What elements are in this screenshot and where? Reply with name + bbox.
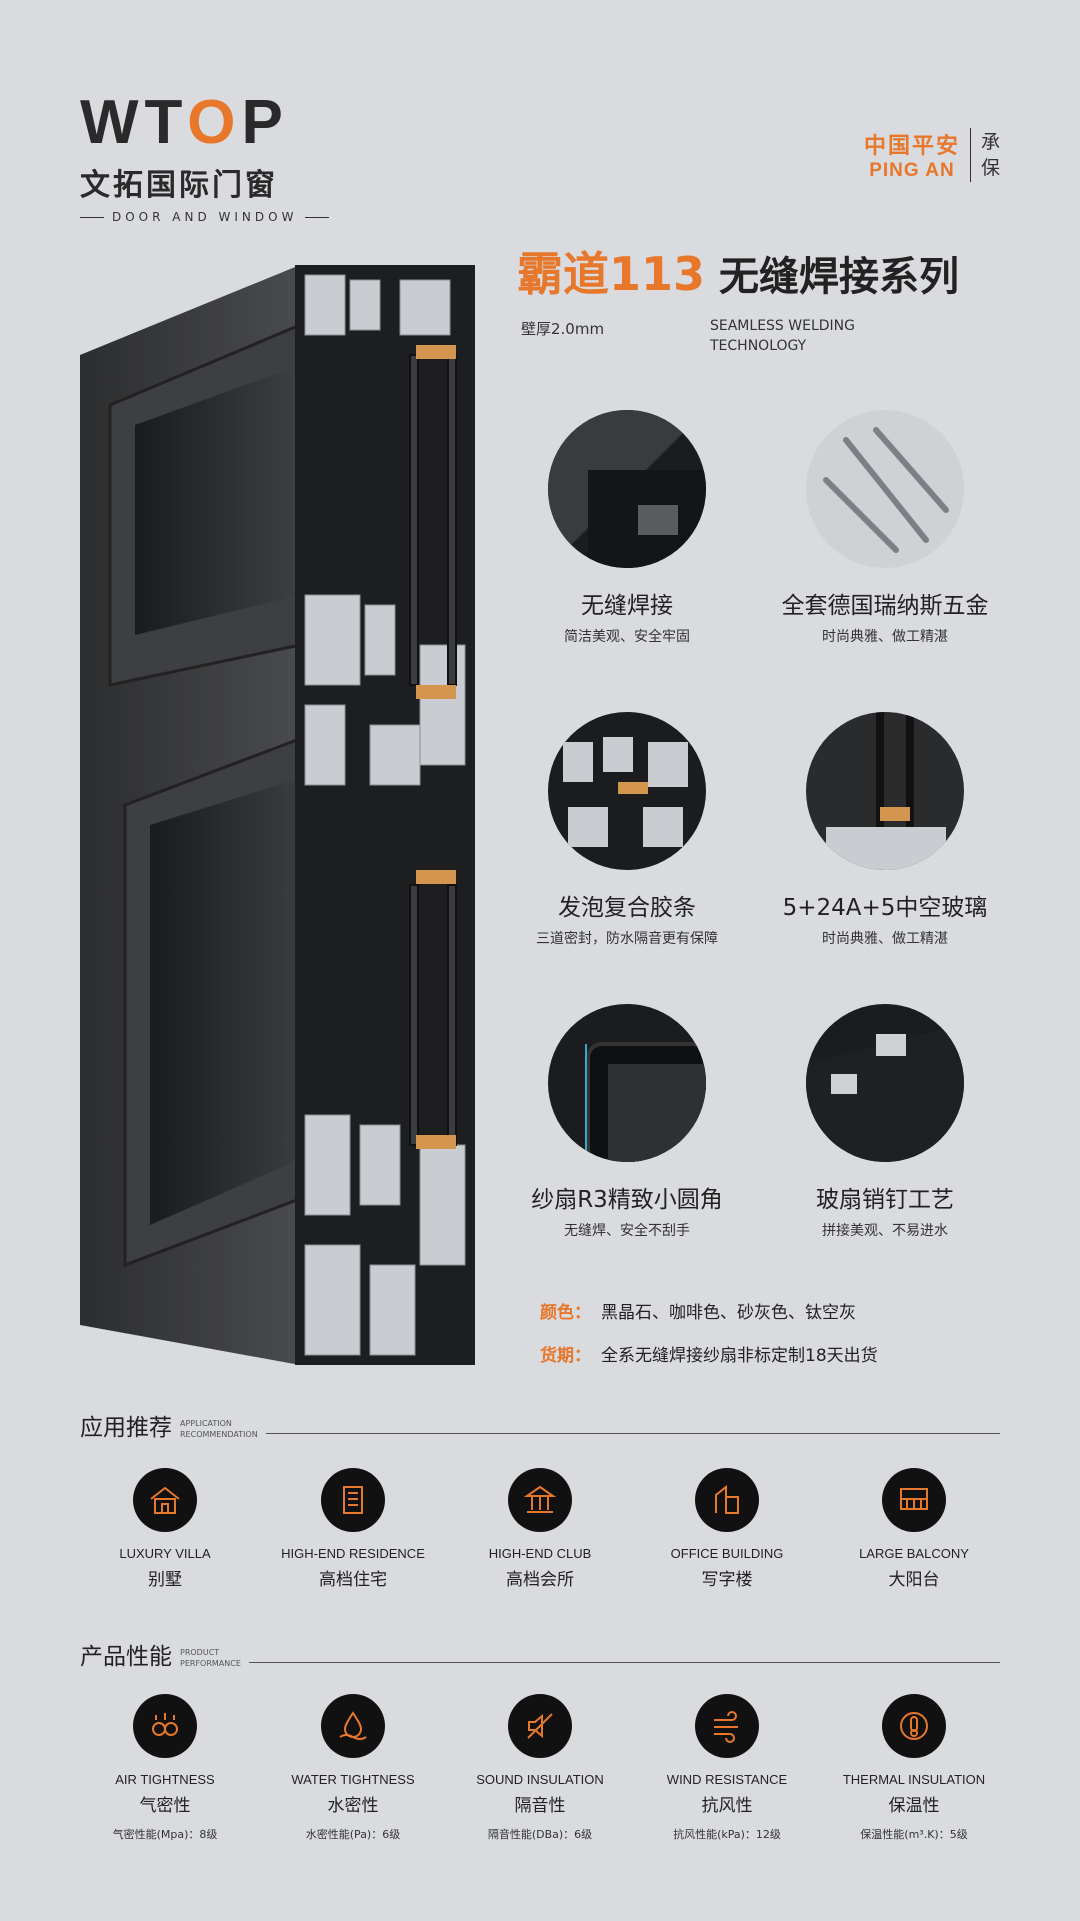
partner-cn: 中国平安 <box>863 134 960 159</box>
brand-logo: WTOP 文拓国际门窗 DOOR AND WINDOW <box>80 88 330 224</box>
partner-en: PING AN <box>869 160 955 181</box>
application-item: OFFICE BUILDING 写字楼 <box>637 1468 817 1590</box>
foam-strip-icon <box>548 712 706 870</box>
performance-item: AIR TIGHTNESS 气密性 气密性能(Mpa)：8级 <box>75 1694 255 1842</box>
villa-icon <box>133 1468 197 1532</box>
performance-item: WIND RESISTANCE 抗风性 抗风性能(kPa)：12级 <box>637 1694 817 1842</box>
performance-item: THERMAL INSULATION 保温性 保温性能(m³.K)：5级 <box>824 1694 1004 1842</box>
feature-card: 发泡复合胶条 三道密封，防水隔音更有保障 <box>502 712 752 948</box>
screen-corner-icon <box>548 1004 706 1162</box>
title-en: SEAMLESS WELDING TECHNOLOGY <box>710 318 855 354</box>
application-item: LARGE BALCONY 大阳台 <box>824 1468 1004 1590</box>
partner-logo: 中国平安 PING AN 承保 <box>864 128 1000 182</box>
title-main: 霸道113 <box>517 247 706 301</box>
hollow-glass-icon <box>806 712 964 870</box>
product-title: 霸道113 无缝焊接系列 <box>517 238 959 304</box>
feature-card: 玻扇销钉工艺 拼接美观、不易进水 <box>760 1004 1010 1240</box>
office-icon <box>695 1468 759 1532</box>
performance-item: WATER TIGHTNESS 水密性 水密性能(Pa)：6级 <box>263 1694 443 1842</box>
feature-card: 纱扇R3精致小圆角 无缝焊、安全不刮手 <box>502 1004 752 1240</box>
brand-cn-name: 文拓国际门窗 <box>80 168 278 203</box>
residence-icon <box>321 1468 385 1532</box>
brand-tagline: DOOR AND WINDOW <box>80 210 330 224</box>
application-item: HIGH-END RESIDENCE 高档住宅 <box>263 1468 443 1590</box>
hardware-icon <box>806 410 964 568</box>
feature-card: 5+24A+5中空玻璃 时尚典雅、做工精湛 <box>760 712 1010 948</box>
club-icon <box>508 1468 572 1532</box>
air-icon <box>133 1694 197 1758</box>
thermal-icon <box>882 1694 946 1758</box>
partner-note: 承保 <box>980 131 1000 179</box>
pin-process-icon <box>806 1004 964 1162</box>
wall-thickness: 壁厚2.0mm <box>521 320 605 338</box>
sound-icon <box>508 1694 572 1758</box>
logo-wordmark: WTOP <box>80 88 289 157</box>
feature-card: 全套德国瑞纳斯五金 时尚典雅、做工精湛 <box>760 410 1010 646</box>
wind-icon <box>695 1694 759 1758</box>
delivery-info: 货期：全系无缝焊接纱扇非标定制18天出货 <box>540 1346 878 1366</box>
application-item: LUXURY VILLA 别墅 <box>75 1468 255 1590</box>
performance-item: SOUND INSULATION 隔音性 隔音性能(DBa)：6级 <box>450 1694 630 1842</box>
balcony-icon <box>882 1468 946 1532</box>
application-item: HIGH-END CLUB 高档会所 <box>450 1468 630 1590</box>
water-icon <box>321 1694 385 1758</box>
title-sub: 无缝焊接系列 <box>719 254 960 300</box>
color-info: 颜色：黑晶石、咖啡色、砂灰色、钛空灰 <box>540 1303 856 1323</box>
corner-weld-icon <box>548 410 706 568</box>
feature-card: 无缝焊接 简洁美观、安全牢固 <box>502 410 752 646</box>
window-profile-illustration <box>80 265 475 1365</box>
